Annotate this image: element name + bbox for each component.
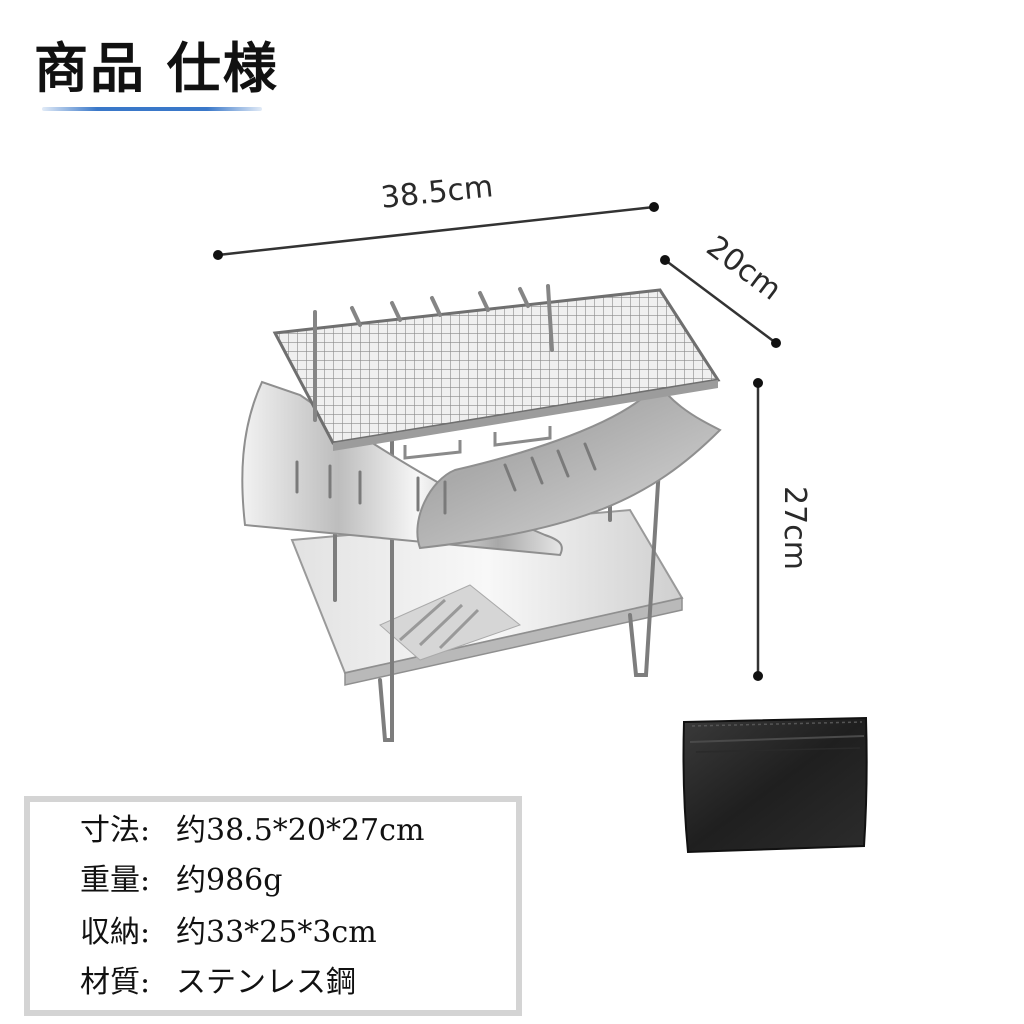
spec-value: 约38.5*20*27cm bbox=[176, 813, 425, 848]
spec-value: 约33*25*3cm bbox=[176, 915, 377, 950]
title-underline bbox=[42, 107, 262, 111]
height-dimension: 27cm bbox=[753, 378, 812, 681]
spec-label: 収納: bbox=[80, 915, 151, 950]
spec-label: 寸法: bbox=[80, 813, 151, 848]
spec-label: 材質: bbox=[80, 965, 151, 1000]
spec-label: 重量: bbox=[80, 863, 151, 898]
height-label: 27cm bbox=[777, 486, 812, 570]
width-label: 38.5cm bbox=[379, 169, 495, 216]
spec-row-weight: 重量: 约986g bbox=[80, 866, 282, 896]
spec-row-storage: 収納: 约33*25*3cm bbox=[80, 918, 377, 948]
folding-bbq-grill-icon bbox=[241, 284, 722, 742]
storage-bag-icon bbox=[682, 716, 868, 854]
spec-box bbox=[24, 796, 522, 1016]
spec-row-size: 寸法: 约38.5*20*27cm bbox=[80, 816, 424, 846]
width-dimension: 38.5cm bbox=[213, 169, 659, 260]
page-title: 商品 仕様 bbox=[34, 36, 279, 100]
spec-value: 约986g bbox=[176, 863, 283, 898]
spec-row-material: 材質: ステンレス鋼 bbox=[80, 968, 356, 998]
spec-value: ステンレス鋼 bbox=[176, 965, 356, 1000]
